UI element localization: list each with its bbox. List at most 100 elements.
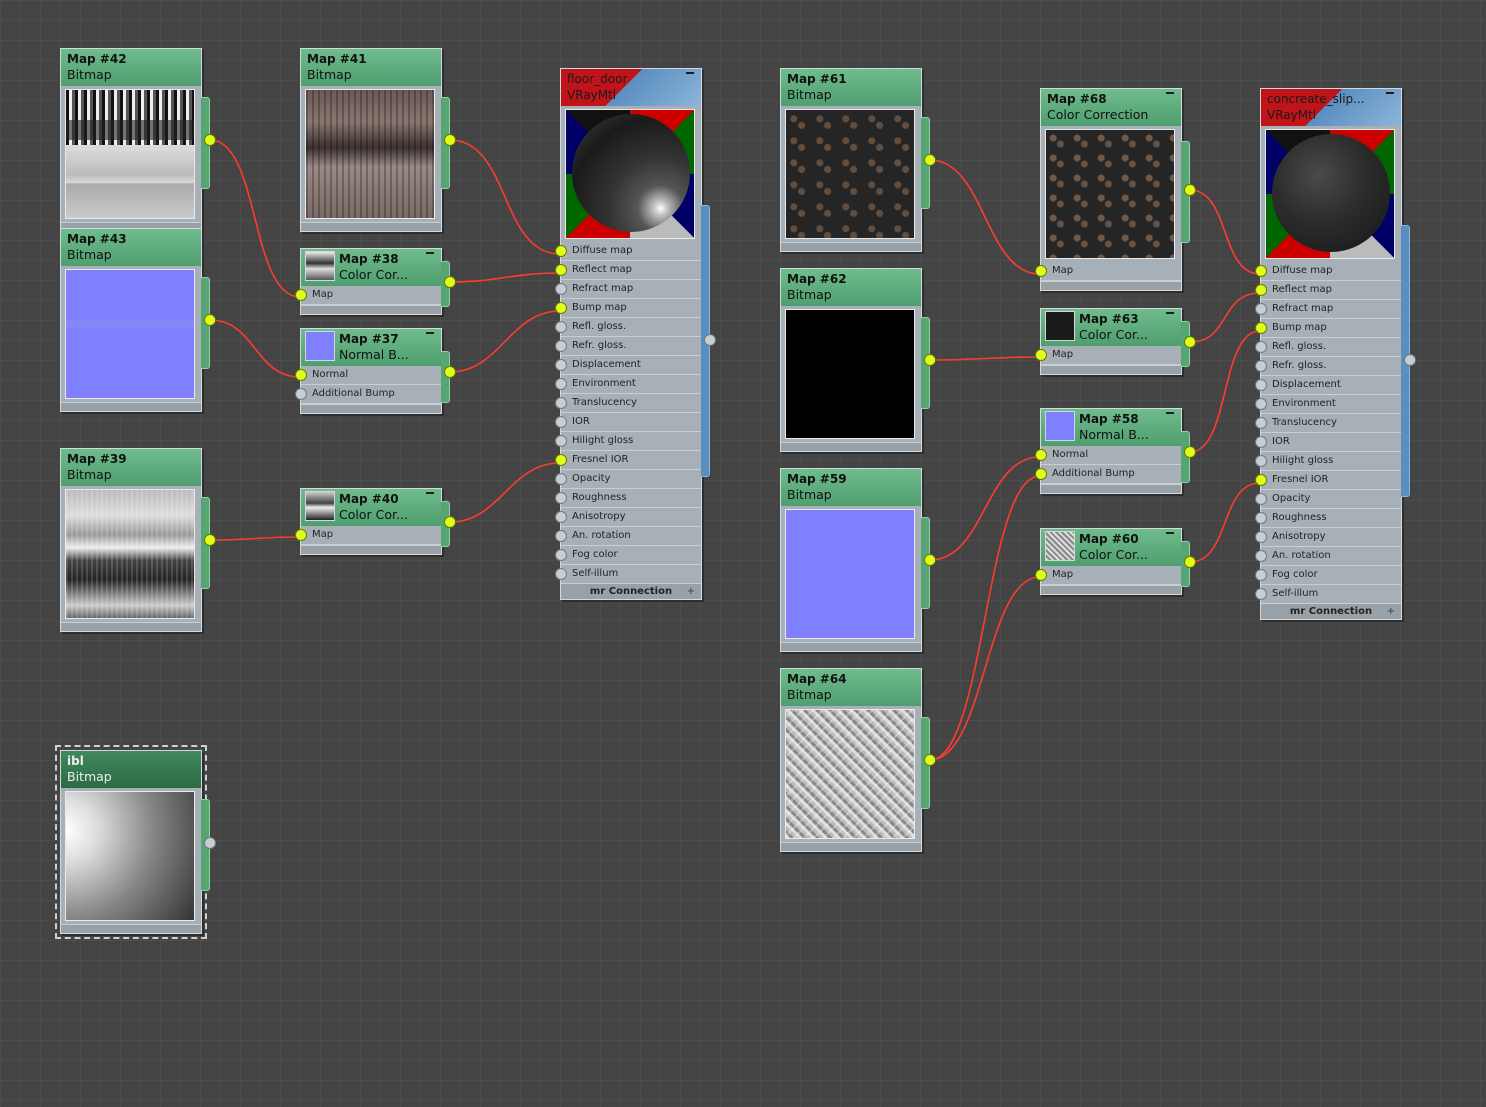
material-slot-diffuse-map[interactable]: Diffuse map <box>1255 262 1401 281</box>
input-socket[interactable] <box>555 549 567 561</box>
node-header[interactable]: Map #58 Normal B... <box>1041 409 1181 446</box>
input-socket[interactable] <box>555 511 567 523</box>
slot-additional-bump[interactable]: Additional Bump <box>1035 465 1181 484</box>
output-socket-floor-door[interactable] <box>704 334 716 346</box>
input-socket[interactable] <box>1255 322 1267 334</box>
material-slot-refl-gloss[interactable]: Refl. gloss. <box>1255 338 1401 357</box>
material-slot-hilight-gloss[interactable]: Hilight gloss <box>555 432 701 451</box>
material-slot-fog-color[interactable]: Fog color <box>1255 566 1401 585</box>
input-socket[interactable] <box>1255 531 1267 543</box>
material-slot-opacity[interactable]: Opacity <box>555 470 701 489</box>
material-slot-an-rotation[interactable]: An. rotation <box>1255 547 1401 566</box>
output-socket-map68[interactable] <box>1184 184 1196 196</box>
plus-icon[interactable]: + <box>686 586 695 597</box>
input-socket[interactable] <box>555 359 567 371</box>
material-slot-translucency[interactable]: Translucency <box>555 394 701 413</box>
input-socket[interactable] <box>295 529 307 541</box>
material-slot-hilight-gloss[interactable]: Hilight gloss <box>1255 452 1401 471</box>
input-socket[interactable] <box>295 388 307 400</box>
input-socket[interactable] <box>1255 436 1267 448</box>
material-slot-roughness[interactable]: Roughness <box>1255 509 1401 528</box>
node-map38[interactable]: Map #38 Color Cor... Map <box>295 248 450 315</box>
material-slot-roughness[interactable]: Roughness <box>555 489 701 508</box>
material-slot-ior[interactable]: IOR <box>1255 433 1401 452</box>
input-socket[interactable] <box>1255 569 1267 581</box>
node-header[interactable]: Map #64 Bitmap <box>781 669 921 706</box>
input-socket[interactable] <box>1035 449 1047 461</box>
input-socket[interactable] <box>555 302 567 314</box>
material-header[interactable]: floor_door VRayMtl <box>561 69 701 106</box>
input-socket[interactable] <box>555 340 567 352</box>
output-socket-map43[interactable] <box>204 314 216 326</box>
input-socket[interactable] <box>555 283 567 295</box>
input-socket[interactable] <box>555 321 567 333</box>
material-header[interactable]: concreate_slip... VRayMtl <box>1261 89 1401 126</box>
minimize-icon[interactable] <box>1166 92 1174 94</box>
slot-map[interactable]: Map <box>295 286 441 305</box>
node-header[interactable]: Map #41 Bitmap <box>301 49 441 86</box>
node-map40[interactable]: Map #40 Color Cor... Map <box>295 488 450 555</box>
node-ibl[interactable]: ibl Bitmap <box>55 745 210 939</box>
material-slot-bump-map[interactable]: Bump map <box>555 299 701 318</box>
input-socket[interactable] <box>1255 360 1267 372</box>
material-slot-displacement[interactable]: Displacement <box>1255 376 1401 395</box>
material-slot-self-illum[interactable]: Self-illum <box>555 565 701 584</box>
input-socket[interactable] <box>1255 455 1267 467</box>
node-map43[interactable]: Map #43 Bitmap <box>60 228 210 412</box>
node-header[interactable]: Map #39 Bitmap <box>61 449 201 486</box>
minimize-icon[interactable] <box>1166 412 1174 414</box>
material-slot-refr-gloss[interactable]: Refr. gloss. <box>555 337 701 356</box>
input-socket[interactable] <box>1035 569 1047 581</box>
node-header[interactable]: Map #61 Bitmap <box>781 69 921 106</box>
input-socket[interactable] <box>555 245 567 257</box>
node-header[interactable]: Map #68 Color Correction <box>1041 89 1181 126</box>
input-socket[interactable] <box>1255 265 1267 277</box>
slot-normal[interactable]: Normal <box>295 366 441 385</box>
input-socket[interactable] <box>555 397 567 409</box>
material-slot-environment[interactable]: Environment <box>555 375 701 394</box>
minimize-icon[interactable] <box>426 332 434 334</box>
input-socket[interactable] <box>555 454 567 466</box>
output-socket-map61[interactable] <box>924 154 936 166</box>
material-slot-anisotropy[interactable]: Anisotropy <box>1255 528 1401 547</box>
node-header[interactable]: Map #60 Color Cor... <box>1041 529 1181 566</box>
input-socket[interactable] <box>555 416 567 428</box>
output-socket-map38[interactable] <box>444 276 456 288</box>
node-map42[interactable]: Map #42 Bitmap <box>60 48 210 232</box>
input-socket[interactable] <box>1255 493 1267 505</box>
material-slot-translucency[interactable]: Translucency <box>1255 414 1401 433</box>
input-socket[interactable] <box>1035 349 1047 361</box>
output-socket-map58[interactable] <box>1184 446 1196 458</box>
input-socket[interactable] <box>1255 398 1267 410</box>
slot-map[interactable]: Map <box>295 526 441 545</box>
material-slot-opacity[interactable]: Opacity <box>1255 490 1401 509</box>
minimize-icon[interactable] <box>426 252 434 254</box>
input-socket[interactable] <box>1255 379 1267 391</box>
input-socket[interactable] <box>1255 550 1267 562</box>
material-slot-fog-color[interactable]: Fog color <box>555 546 701 565</box>
node-header[interactable]: Map #37 Normal B... <box>301 329 441 366</box>
material-slot-ior[interactable]: IOR <box>555 413 701 432</box>
output-socket-map37[interactable] <box>444 366 456 378</box>
output-socket-map39[interactable] <box>204 534 216 546</box>
material-slot-refract-map[interactable]: Refract map <box>1255 300 1401 319</box>
input-socket[interactable] <box>1035 265 1047 277</box>
input-socket[interactable] <box>555 568 567 580</box>
material-slot-fresnel-ior[interactable]: Fresnel IOR <box>1255 471 1401 490</box>
material-slot-environment[interactable]: Environment <box>1255 395 1401 414</box>
input-socket[interactable] <box>555 435 567 447</box>
mr-connection[interactable]: mr Connection+ <box>561 584 701 599</box>
material-slot-reflect-map[interactable]: Reflect map <box>1255 281 1401 300</box>
material-slot-refract-map[interactable]: Refract map <box>555 280 701 299</box>
material-slot-refr-gloss[interactable]: Refr. gloss. <box>1255 357 1401 376</box>
node-map61[interactable]: Map #61 Bitmap <box>780 68 930 252</box>
slot-map[interactable]: Map <box>1035 346 1181 365</box>
output-socket-ibl[interactable] <box>204 837 216 849</box>
output-socket-map64[interactable] <box>924 754 936 766</box>
material-slot-displacement[interactable]: Displacement <box>555 356 701 375</box>
node-header[interactable]: Map #43 Bitmap <box>61 229 201 266</box>
node-map63[interactable]: Map #63 Color Cor... Map <box>1035 308 1190 375</box>
node-header[interactable]: Map #42 Bitmap <box>61 49 201 86</box>
material-slot-refl-gloss[interactable]: Refl. gloss. <box>555 318 701 337</box>
input-socket[interactable] <box>555 492 567 504</box>
